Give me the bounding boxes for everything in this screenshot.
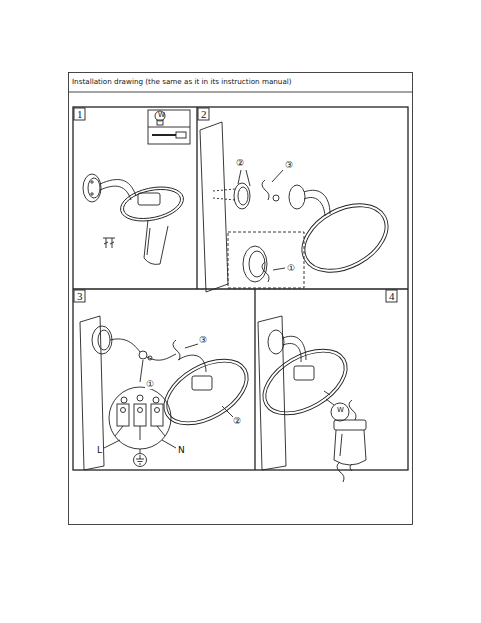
- callout-number: ②: [235, 159, 245, 168]
- bulb-wattage: W: [157, 112, 166, 119]
- callout-number: ①: [145, 380, 155, 389]
- terminal-label: N: [177, 446, 186, 455]
- panel-number: 3: [77, 291, 83, 302]
- panel-number: 4: [389, 291, 395, 302]
- callout-number: ③: [198, 336, 208, 345]
- terminal-label: L: [96, 446, 103, 455]
- callout-number: ①: [286, 264, 296, 273]
- bulb-wattage: W: [336, 407, 345, 414]
- panel-number: 2: [201, 109, 207, 120]
- callout-number: ③: [284, 161, 294, 170]
- callout-number: ②: [232, 417, 242, 426]
- panel-number: 1: [77, 109, 83, 120]
- drawing-title: Installation drawing (the same as it in …: [72, 78, 292, 85]
